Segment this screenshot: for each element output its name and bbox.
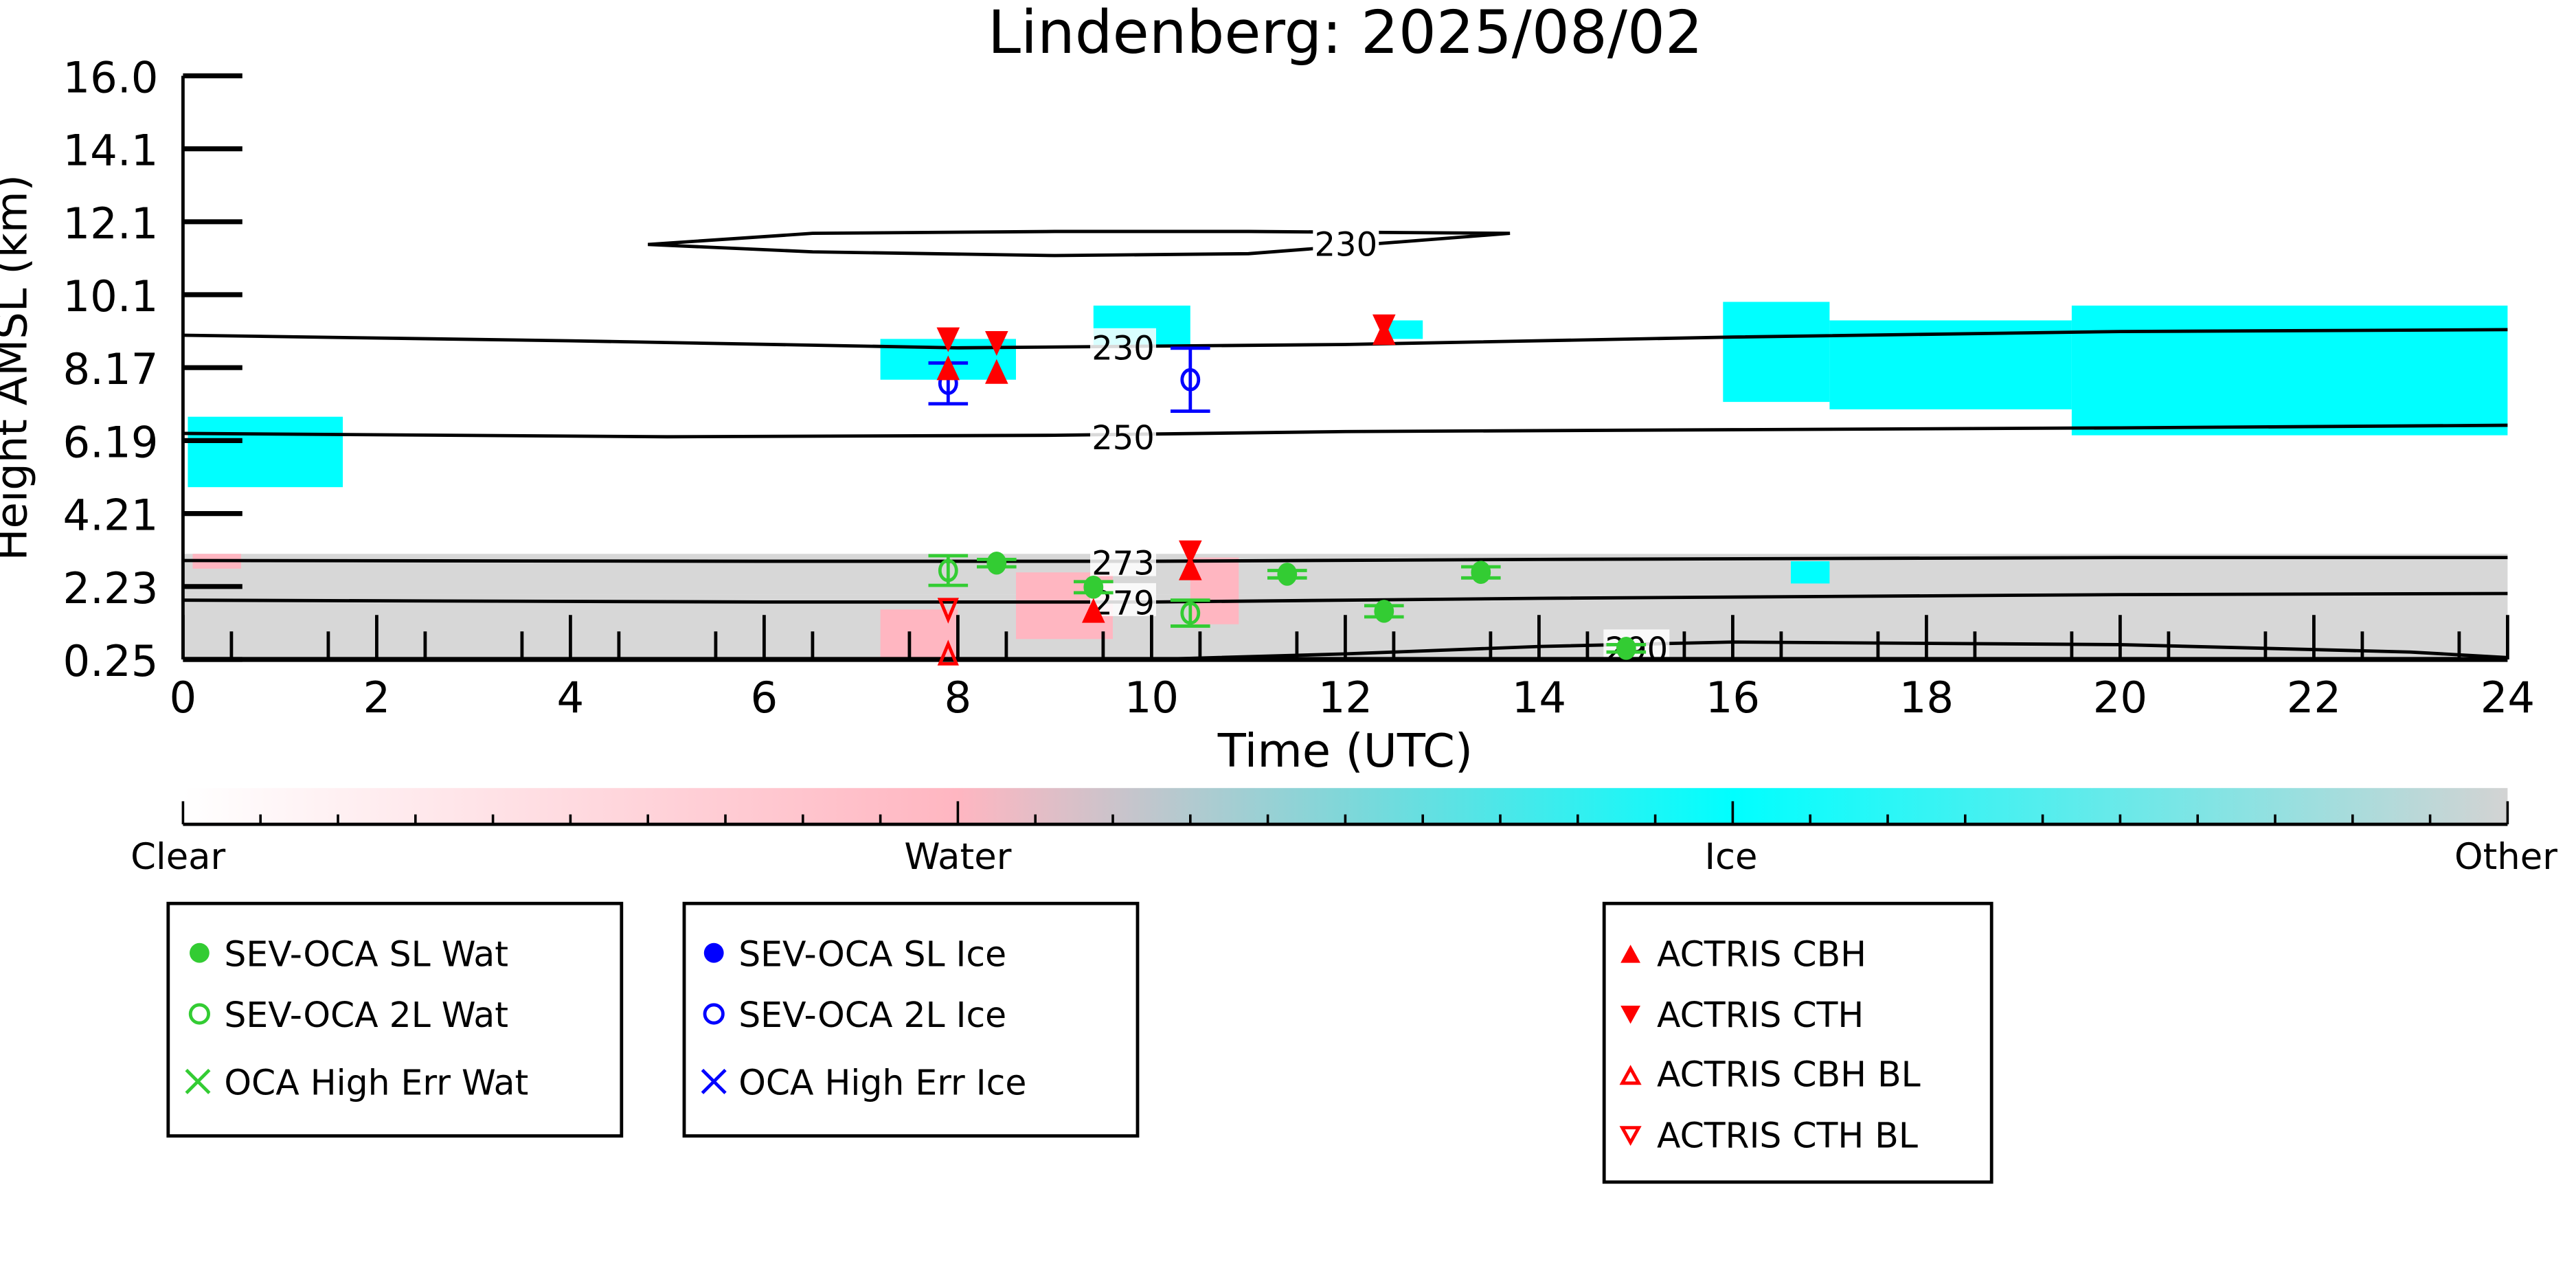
marker-sev-oca-sl-wat	[1277, 563, 1298, 586]
contour-label: 250	[1092, 419, 1155, 457]
y-tick-label: 8.17	[63, 344, 158, 394]
y-axis-label: Height AMSL (km)	[0, 174, 36, 561]
contour-line	[183, 556, 2508, 563]
contour-label: 290	[1605, 631, 1668, 669]
legend-marker-filled-circle	[190, 942, 210, 963]
legend-label: OCA High Err Ice	[738, 1063, 1026, 1103]
legend-marker-open-circle	[703, 1003, 725, 1025]
contour-label: 273	[1092, 544, 1155, 583]
colorbar-label-clear: Clear	[131, 836, 225, 878]
x-tick-label: 22	[2287, 673, 2341, 723]
marker-sev-oca-sl-wat	[1083, 576, 1104, 599]
marker-actris-cth	[1179, 540, 1202, 565]
legend-label: ACTRIS CTH	[1657, 995, 1864, 1035]
legend-ice: SEV-OCA SL Ice SEV-OCA 2L Ice OCA High E…	[682, 901, 1140, 1138]
contour-label-bg	[1090, 543, 1156, 576]
x-tick-label: 12	[1318, 673, 1372, 723]
legend-label: SEV-OCA SL Ice	[738, 934, 1006, 974]
marker-actris-cbh-bl	[937, 640, 959, 666]
marker-actris-cbh	[1179, 555, 1202, 580]
legend-marker-open-down	[1619, 1126, 1642, 1146]
data-markers	[928, 314, 1647, 666]
x-axis-label: Time (UTC)	[1217, 724, 1473, 778]
y-tick-label: 14.1	[63, 126, 158, 176]
x-tick-label: 18	[1899, 673, 1954, 723]
phase-region-ice	[2071, 305, 2508, 436]
marker-actris-cbh	[1082, 598, 1105, 623]
marker-actris-cth	[985, 330, 1008, 356]
legend-label: ACTRIS CTH BL	[1657, 1115, 1918, 1155]
legend-marker-open-up	[1619, 1065, 1642, 1085]
marker-sev-oca-sl-wat	[1616, 637, 1636, 660]
legend-marker-x	[185, 1068, 211, 1094]
marker-sev-oca-sl-wat	[986, 551, 1007, 575]
contour-line	[183, 423, 2508, 439]
x-tick-label: 2	[363, 673, 391, 723]
x-tick-label: 16	[1706, 673, 1760, 723]
legend-marker-open-circle	[188, 1003, 210, 1025]
legend-marker-filled-down	[1620, 1006, 1640, 1024]
contour-line	[648, 229, 1511, 258]
x-tick-label: 4	[557, 673, 585, 723]
legend-marker-x	[701, 1068, 727, 1094]
legend-label: SEV-OCA 2L Wat	[224, 995, 508, 1035]
legend-label: OCA High Err Wat	[224, 1063, 528, 1103]
marker-sev-oca-sl-wat	[1471, 561, 1491, 585]
legend-actris: ACTRIS CBH ACTRIS CTH ACTRIS CBH BL ACTR…	[1602, 901, 1993, 1184]
marker-actris-cth	[1372, 314, 1396, 339]
marker-sev-oca-2l-wat	[938, 558, 958, 583]
y-tick-label: 6.19	[63, 417, 158, 467]
marker-actris-cth-bl	[937, 598, 959, 624]
contour-line	[183, 591, 2508, 604]
contour-label-bg	[1313, 224, 1379, 258]
contour-label: 230	[1314, 225, 1377, 264]
marker-sev-oca-2l-ice	[1180, 368, 1201, 392]
phase-regions	[183, 302, 2508, 659]
marker-actris-cth	[936, 327, 960, 352]
phase-region-ice	[188, 416, 343, 488]
legend-marker-filled-circle	[703, 942, 724, 963]
legend-label: ACTRIS CBH BL	[1657, 1054, 1921, 1095]
legend-label: SEV-OCA SL Wat	[224, 934, 508, 974]
colorbar-label-ice: Ice	[1704, 836, 1757, 878]
x-tick-label: 0	[170, 673, 197, 723]
y-tick-label: 4.21	[63, 490, 158, 541]
y-tick-label: 2.23	[63, 563, 158, 613]
contour-line	[183, 328, 2508, 350]
legend-water: SEV-OCA SL Wat SEV-OCA 2L Wat OCA High E…	[166, 901, 624, 1138]
legend-marker-filled-up	[1620, 945, 1640, 963]
chart-title: Lindenberg: 2025/08/02	[988, 0, 1703, 67]
colorbar: Clear Water Ice Other	[131, 788, 2557, 878]
x-tick-label: 20	[2093, 673, 2147, 723]
y-tick-label: 10.1	[63, 271, 158, 321]
x-tick-label: 8	[945, 673, 972, 723]
y-tick-label: 16.0	[63, 52, 158, 102]
contour-label: 230	[1092, 329, 1155, 368]
marker-sev-oca-2l-wat	[1180, 601, 1201, 625]
colorbar-label-water: Water	[904, 836, 1011, 878]
contour-label-bg	[1090, 418, 1156, 451]
marker-actris-cbh	[985, 359, 1008, 384]
y-tick-label: 12.1	[63, 199, 158, 249]
legend-label: SEV-OCA 2L Ice	[738, 995, 1006, 1035]
x-tick-label: 24	[2481, 673, 2535, 723]
y-tick-label: 0.25	[63, 636, 158, 686]
x-tick-label: 10	[1125, 673, 1179, 723]
contour-label-bg	[1090, 328, 1156, 361]
x-tick-label: 14	[1512, 673, 1566, 723]
x-tick-label: 6	[751, 673, 778, 723]
colorbar-label-other: Other	[2454, 836, 2557, 878]
legend-label: ACTRIS CBH	[1657, 934, 1866, 974]
phase-region-ice	[1791, 561, 1830, 584]
marker-actris-cbh	[936, 355, 960, 381]
error-bar	[1171, 346, 1210, 413]
marker-sev-oca-sl-wat	[1374, 600, 1394, 623]
phase-region-ice	[1723, 302, 1830, 403]
